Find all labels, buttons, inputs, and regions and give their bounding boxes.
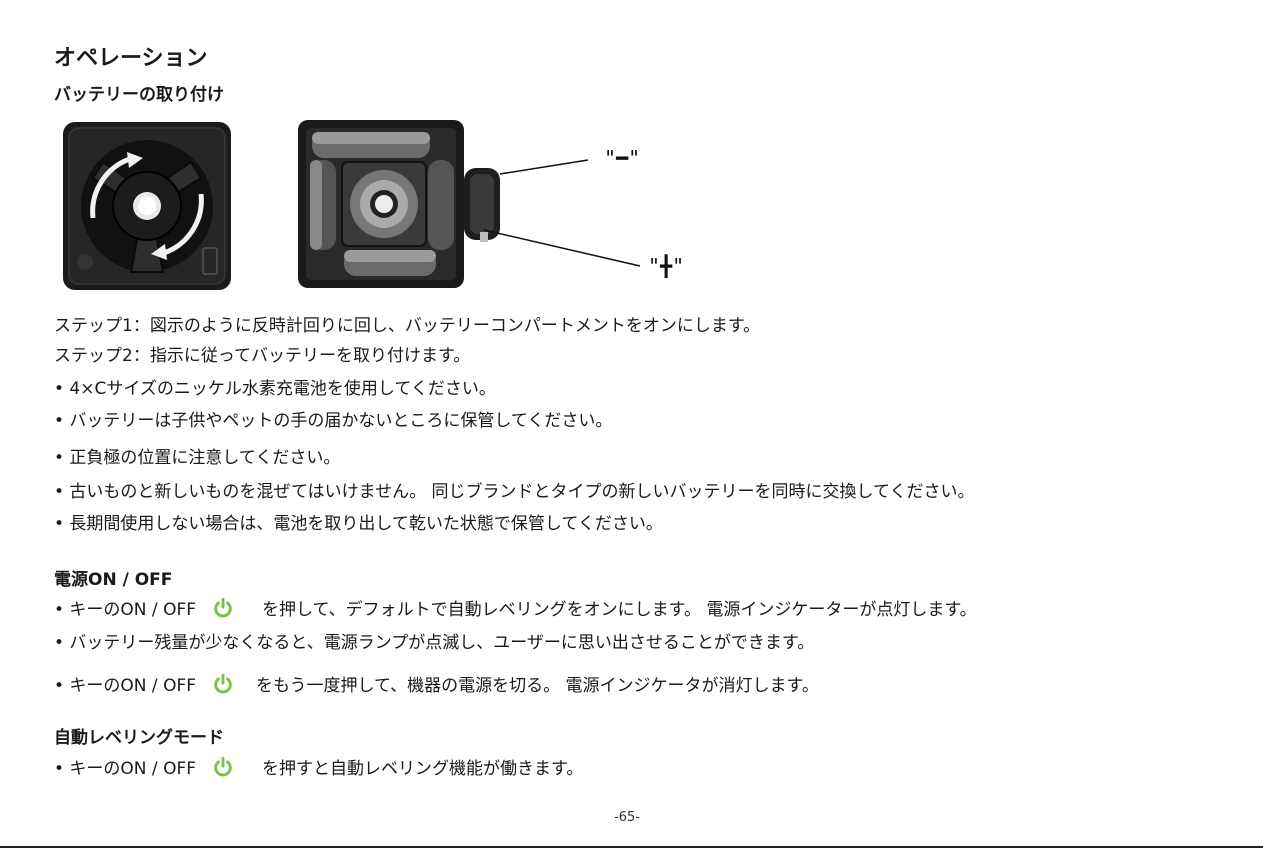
battery-step-1: ステップ1：図示のように反時計回りに回し、バッテリーコンパートメントをオンにしま… xyxy=(54,316,761,336)
plus-label: "╋" xyxy=(648,254,685,278)
battery-note-4: • 古いものと新しいものを混ぜてはいけません。 同じブランドとタイプの新しいバッ… xyxy=(54,482,975,502)
battery-heading: バッテリーの取り付け xyxy=(54,85,224,105)
power-line-3-pre: • キーのON / OFF xyxy=(54,676,197,696)
leveling-line-post: を押すと自動レベリング機能が働きます。 xyxy=(262,759,584,779)
page-title: オペレーション xyxy=(54,46,208,71)
power-heading: 電源ON / OFF xyxy=(54,570,173,590)
power-icon xyxy=(214,673,232,694)
power-line-1-post: を押して、デフォルトで自動レベリングをオンにします。 電源インジケーターが点灯し… xyxy=(262,600,977,620)
power-line-2: • バッテリー残量が少なくなると、電源ランプが点滅し、ユーザーに思い出させること… xyxy=(54,633,815,653)
battery-note-3: • 正負極の位置に注意してください。 xyxy=(54,448,341,468)
power-icon xyxy=(214,597,232,618)
page-number: -65- xyxy=(614,810,640,825)
battery-cover-photo xyxy=(63,122,231,290)
minus-label: "━" xyxy=(604,146,641,170)
power-line-3-post: をもう一度押して、機器の電源を切る。 電源インジケータが消灯します。 xyxy=(256,676,819,696)
power-icon xyxy=(214,756,232,777)
battery-note-1: • 4×Cサイズのニッケル水素充電池を使用してください。 xyxy=(54,379,496,399)
battery-compartment-photo xyxy=(298,120,500,288)
leveling-line-pre: • キーのON / OFF xyxy=(54,759,197,779)
battery-note-5: • 長期間使用しない場合は、電池を取り出して乾いた状態で保管してください。 xyxy=(54,514,663,534)
bottom-rule xyxy=(0,846,1263,848)
leveling-line: • キーのON / OFF を押すと自動レベリング機能が働きます。 xyxy=(54,756,583,780)
power-line-3: • キーのON / OFF をもう一度押して、機器の電源を切る。 電源インジケータ… xyxy=(54,673,819,697)
polarity-leader-lines xyxy=(483,159,641,267)
leveling-heading: 自動レベリングモード xyxy=(54,728,224,748)
battery-step-2: ステップ2：指示に従ってバッテリーを取り付けます。 xyxy=(54,346,471,366)
power-line-1-pre: • キーのON / OFF xyxy=(54,600,197,620)
battery-note-2: • バッテリーは子供やペットの手の届かないところに保管してください。 xyxy=(54,411,613,431)
power-line-1: • キーのON / OFF を押して、デフォルトで自動レベリングをオンにします。 … xyxy=(54,597,977,621)
